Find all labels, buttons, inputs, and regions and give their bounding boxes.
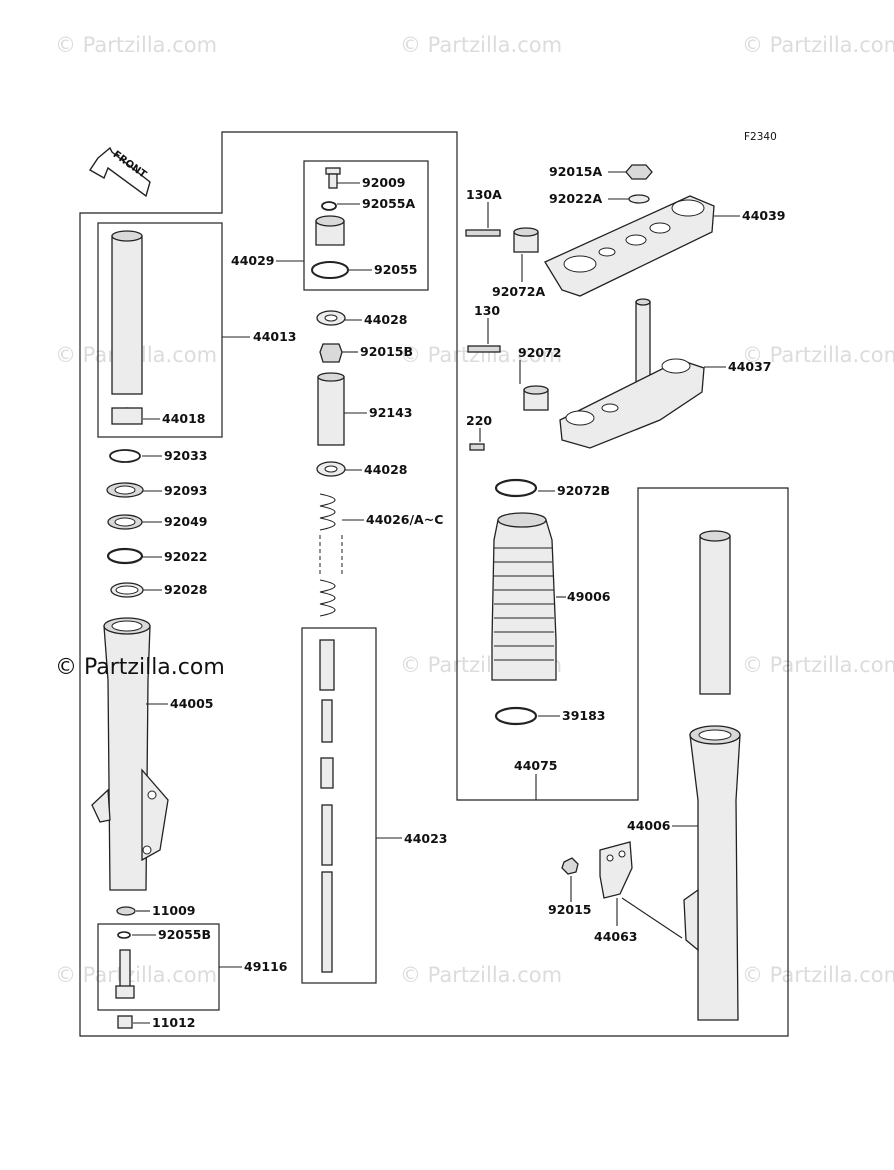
callout-130a: 130A [466,187,502,202]
cap-bolt-box [303,160,429,291]
callout-49116: 49116 [244,959,288,974]
holder-clamp [561,841,633,899]
callout-92022a: 92022A [549,191,602,206]
callout-92072b: 92072B [557,483,610,498]
watermark: © Partzilla.com [55,33,217,57]
callout-220: 220 [466,413,492,428]
callout-44075: 44075 [514,758,558,773]
cap-bolt-parts [311,167,349,279]
inner-tube-box [97,222,223,438]
callout-92055: 92055 [374,262,418,277]
top-clamp-parts [465,164,715,297]
watermark: © Partzilla.com [742,963,894,987]
cylinder-parts [319,639,335,973]
callout-92015: 92015 [548,902,592,917]
callout-92015b: 92015B [360,344,413,359]
callout-92028: 92028 [164,582,208,597]
assembly-outline [79,131,789,1037]
watermark: © Partzilla.com [742,33,894,57]
callout-130: 130 [474,303,500,318]
valve-parts [115,906,136,1029]
callout-92072: 92072 [518,345,562,360]
watermark: © Partzilla.com [742,343,894,367]
callout-92049: 92049 [164,514,208,529]
callout-44026: 44026/A~C [366,512,443,527]
watermark: © Partzilla.com [400,33,562,57]
callout-11012: 11012 [152,1015,196,1030]
callout-92143: 92143 [369,405,413,420]
callout-44028-lower: 44028 [364,462,408,477]
seal-parts [106,449,144,598]
callout-92009: 92009 [362,175,406,190]
callout-44006: 44006 [627,818,671,833]
callout-44018: 44018 [162,411,206,426]
callout-92033: 92033 [164,448,208,463]
callout-39183: 39183 [562,708,606,723]
callout-44039: 44039 [742,208,786,223]
diagram-code: F2340 [744,131,777,143]
right-outer-tube [683,725,741,1021]
callout-44005: 44005 [170,696,214,711]
callout-44023: 44023 [404,831,448,846]
watermark: © Partzilla.com [55,963,217,987]
watermarks: © Partzilla.com © Partzilla.com © Partzi… [55,33,894,987]
spring-parts [316,310,346,617]
callout-92072a: 92072A [492,284,545,299]
watermark-strong: © Partzilla.com [55,655,225,680]
callout-92022: 92022 [164,549,208,564]
callout-49006: 49006 [567,589,611,604]
right-inner-tube [699,530,731,695]
watermark: © Partzilla.com [742,653,894,677]
callout-92055a: 92055A [362,196,415,211]
front-arrow-icon: FRONT [89,146,151,198]
watermark: © Partzilla.com [400,963,562,987]
callout-92055b: 92055B [158,927,211,942]
callout-44063: 44063 [594,929,638,944]
boot-parts [491,478,557,726]
callout-92093: 92093 [164,483,208,498]
cylinder-box [301,627,377,984]
callout-11009: 11009 [152,903,196,918]
inner-tube-parts [111,230,143,425]
callout-44013: 44013 [253,329,297,344]
callout-44028-upper: 44028 [364,312,408,327]
callout-44037: 44037 [728,359,772,374]
bottom-clamp-parts [467,298,705,451]
callout-44029: 44029 [231,253,275,268]
callout-92015a: 92015A [549,164,602,179]
left-outer-tube [91,617,169,891]
